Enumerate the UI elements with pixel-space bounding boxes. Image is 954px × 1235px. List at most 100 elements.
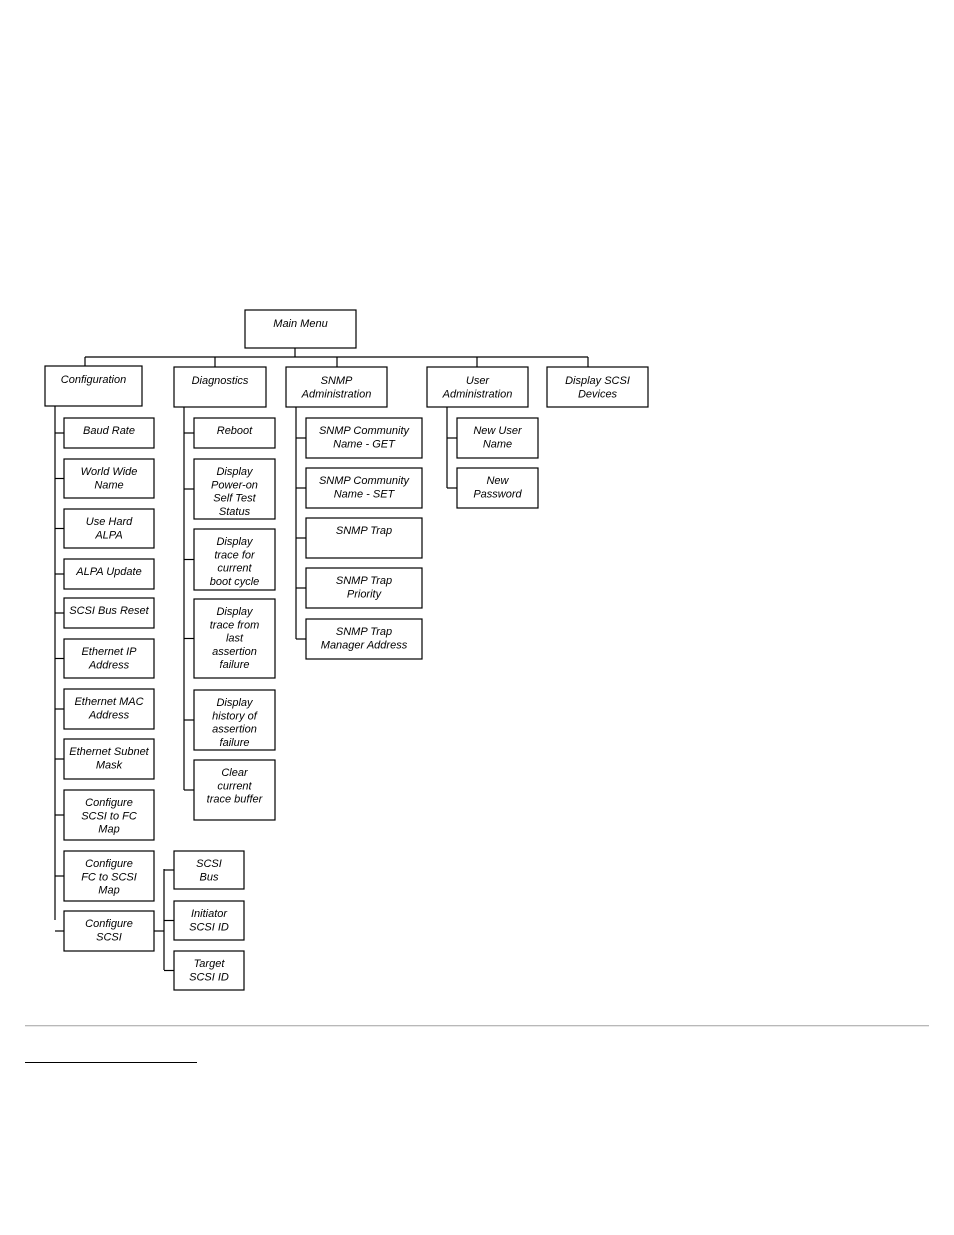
menu-node-box bbox=[63, 508, 155, 549]
menu-node-alpa-update: ALPA Update bbox=[63, 558, 155, 590]
menu-node-box bbox=[193, 598, 276, 679]
menu-node-box bbox=[173, 950, 245, 991]
menu-node-baud-rate: Baud Rate bbox=[63, 417, 155, 449]
menu-node-label: SCSI Bus Reset bbox=[69, 605, 149, 617]
menu-node-box bbox=[193, 759, 276, 821]
menu-node-box bbox=[63, 688, 155, 730]
menu-node-box bbox=[456, 417, 539, 459]
menu-node-box bbox=[63, 638, 155, 679]
menu-node-scsi-bus-reset: SCSI Bus Reset bbox=[63, 597, 155, 629]
menu-node-box bbox=[305, 517, 423, 559]
menu-node-box bbox=[63, 789, 155, 841]
menu-node-box bbox=[173, 850, 245, 890]
menu-node-box bbox=[63, 910, 155, 952]
menu-node-box bbox=[546, 366, 649, 408]
menu-node-box bbox=[193, 417, 276, 449]
menu-node-box bbox=[305, 467, 423, 509]
menu-node-box bbox=[44, 365, 143, 407]
menu-node-snmp-trap: SNMP Trap bbox=[305, 517, 423, 559]
menu-node-box bbox=[63, 597, 155, 629]
menu-node-box bbox=[63, 458, 155, 499]
menu-node-box bbox=[63, 417, 155, 449]
menu-node-main-menu: Main Menu bbox=[244, 309, 357, 349]
menu-node-box bbox=[305, 417, 423, 459]
menu-node-box bbox=[305, 618, 423, 660]
menu-node-box bbox=[456, 467, 539, 509]
menu-node-diagnostics: Diagnostics bbox=[173, 366, 267, 408]
footer-link-underline[interactable] bbox=[25, 1062, 197, 1063]
menu-node-box bbox=[63, 558, 155, 590]
menu-node-label: Reboot bbox=[217, 425, 253, 437]
horizontal-rule bbox=[25, 1025, 929, 1027]
menu-node-box bbox=[193, 689, 276, 751]
menu-node-label: Diagnostics bbox=[192, 375, 249, 387]
menu-node-label: Configuration bbox=[61, 374, 126, 386]
menu-node-box bbox=[173, 900, 245, 941]
menu-node-label: Baud Rate bbox=[83, 425, 135, 437]
menu-node-box bbox=[305, 567, 423, 609]
menu-node-configuration: Configuration bbox=[44, 365, 143, 407]
menu-node-box bbox=[193, 528, 276, 591]
menu-node-label: ALPA Update bbox=[75, 566, 141, 578]
menu-node-reboot: Reboot bbox=[193, 417, 276, 449]
menu-node-box bbox=[173, 366, 267, 408]
menu-node-label: SNMP Trap bbox=[336, 525, 392, 537]
menu-node-box bbox=[244, 309, 357, 349]
menu-node-label: Main Menu bbox=[273, 318, 327, 330]
menu-node-box bbox=[285, 366, 388, 408]
menu-node-box bbox=[193, 458, 276, 520]
menu-node-box bbox=[63, 738, 155, 780]
menu-node-box bbox=[63, 850, 155, 902]
